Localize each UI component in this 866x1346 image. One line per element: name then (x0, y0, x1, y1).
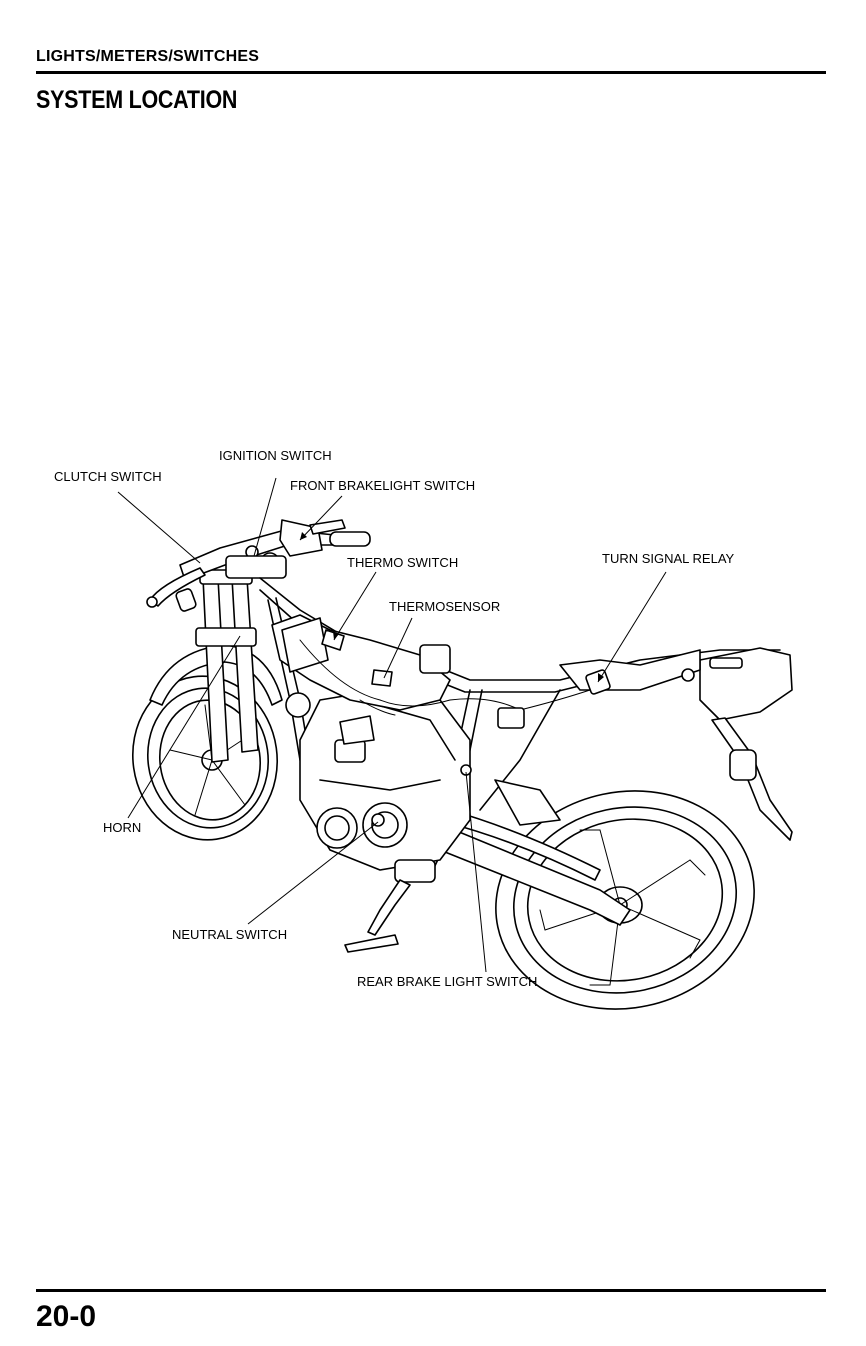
label-thermo-switch: THERMO SWITCH (347, 555, 458, 570)
page-number: 20-0 (36, 1300, 96, 1334)
footer-rule (36, 1289, 826, 1292)
label-thermosensor: THERMOSENSOR (389, 599, 500, 614)
leader-neutral-switch (248, 822, 378, 924)
label-turn-signal-relay: TURN SIGNAL RELAY (602, 551, 735, 566)
leader-rear-brake-light-switch (466, 772, 486, 972)
label-ignition-switch: IGNITION SWITCH (219, 448, 332, 463)
motorcycle-line-drawing (122, 520, 792, 1033)
label-front-brakelight-switch: FRONT BRAKELIGHT SWITCH (290, 478, 475, 493)
label-neutral-switch: NEUTRAL SWITCH (172, 927, 287, 942)
leader-clutch-switch (118, 492, 200, 563)
engine (300, 690, 470, 952)
label-clutch-switch: CLUTCH SWITCH (54, 469, 162, 484)
front-wheel (122, 667, 287, 849)
label-horn: HORN (103, 820, 141, 835)
upper-body (272, 615, 450, 717)
label-rear-brake-light-switch: REAR BRAKE LIGHT SWITCH (357, 974, 537, 989)
leader-thermo-switch (334, 572, 376, 640)
handlebar (147, 520, 370, 612)
